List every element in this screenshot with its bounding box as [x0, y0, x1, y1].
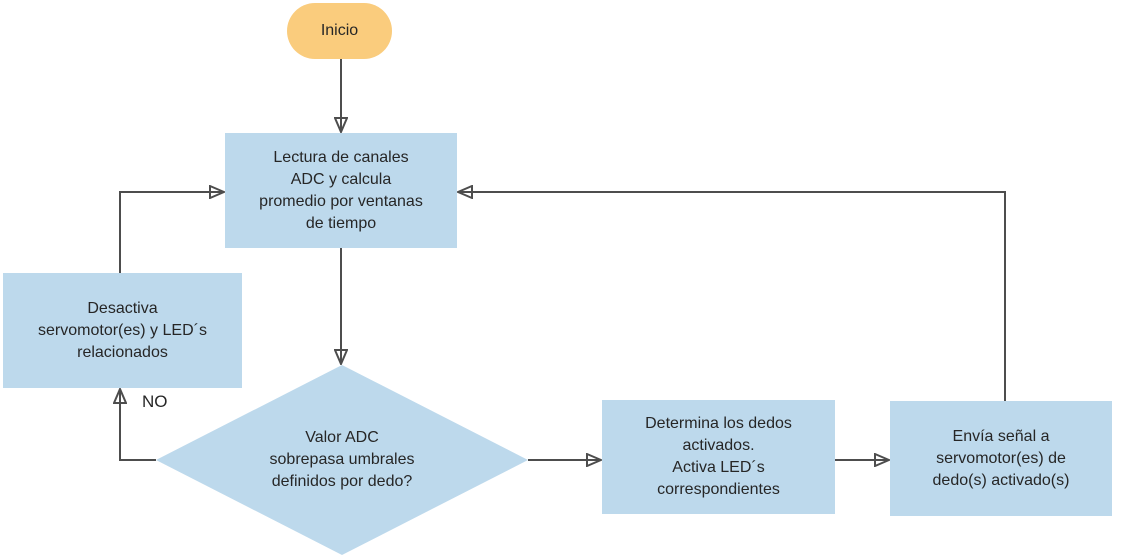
- node-deactivate-servos-process: Desactiva servomotor(es) y LED´s relacio…: [3, 273, 242, 388]
- node-adc-threshold-decision: Valor ADC sobrepasa umbrales definidos p…: [156, 365, 528, 555]
- node-start-terminator: Inicio: [287, 3, 392, 59]
- node-read-adc-process: Lectura de canales ADC y calcula promedi…: [225, 133, 457, 248]
- connector-deactivate-to-read: [119, 192, 223, 273]
- connector-send-feedback-to-read: [459, 192, 1006, 401]
- node-determine-fingers-process: Determina los dedos activados. Activa LE…: [602, 400, 835, 514]
- edge-label-no: NO: [142, 392, 168, 411]
- node-send-servo-signal-process: Envía señal a servomotor(es) de dedo(s) …: [890, 401, 1112, 516]
